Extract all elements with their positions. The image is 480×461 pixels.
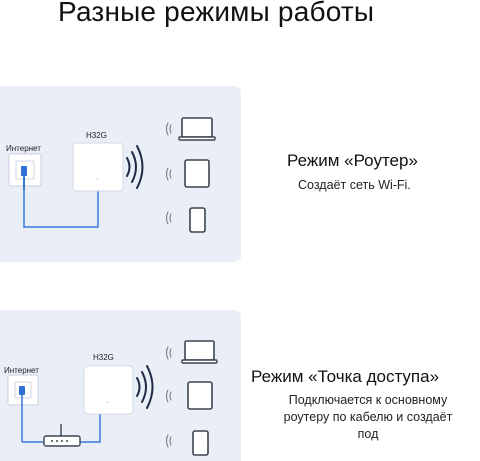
internet-label: Интернет	[6, 144, 41, 153]
description-line: роутеру по кабелю и создаёт	[283, 410, 453, 424]
router-mode-diagram: tp	[0, 86, 241, 262]
description-line: под	[357, 427, 379, 441]
phone-icon	[166, 207, 206, 233]
svg-text:tp: tp	[106, 400, 109, 404]
svg-text:tp: tp	[96, 177, 99, 181]
router-mode-description: Создаёт сеть Wi-Fi.	[298, 178, 411, 192]
wifi-waves-icon	[126, 145, 144, 189]
phone-icon	[166, 430, 209, 456]
router-icon	[43, 424, 81, 447]
router-mode-title: Режим «Роутер»	[287, 151, 418, 170]
device-label: H32G	[86, 131, 107, 140]
internet-label: Интернет	[4, 366, 39, 375]
access-point-mode-title: Режим «Точка доступа»	[251, 367, 440, 386]
access-point-mode-description: Подключается к основному роутеру по кабе…	[260, 392, 476, 443]
description-line: Подключается к основному	[288, 393, 448, 407]
device-label: H32G	[93, 353, 114, 362]
ethernet-cable-icon	[21, 166, 99, 228]
page-title: Разные режимы работы	[58, 0, 375, 27]
router-mode-illustration: tp	[8, 117, 216, 233]
access-point-mode-diagram: tp Ин	[0, 310, 241, 461]
tablet-icon	[166, 159, 210, 188]
ethernet-cable-icon	[19, 386, 101, 443]
wifi-waves-icon	[136, 365, 154, 409]
access-point-illustration: tp	[7, 340, 218, 456]
tablet-icon	[166, 381, 213, 410]
mesh-unit-icon: tp	[72, 142, 124, 192]
laptop-icon	[166, 340, 218, 364]
mesh-unit-icon: tp	[83, 365, 134, 415]
laptop-icon	[166, 117, 216, 141]
